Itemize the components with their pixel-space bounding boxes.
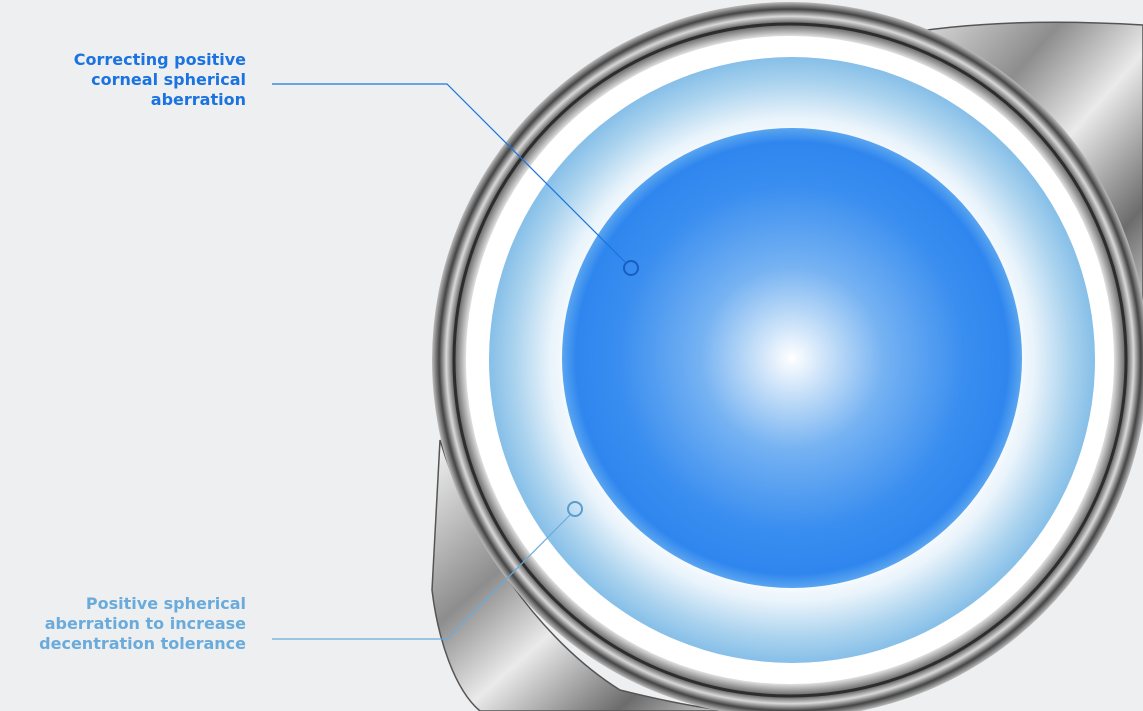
top-callout-text: Correcting positive corneal spherical ab… [74,50,246,110]
bottom-callout-line: Positive spherical [39,594,246,614]
top-callout-line: Correcting positive [74,50,246,70]
bottom-callout-line: decentration tolerance [39,634,246,654]
top-callout-line: aberration [74,90,246,110]
central-optic-zone [562,128,1022,588]
bottom-callout-line: aberration to increase [39,614,246,634]
top-callout-line: corneal spherical [74,70,246,90]
bottom-callout-text: Positive spherical aberration to increas… [39,594,246,654]
